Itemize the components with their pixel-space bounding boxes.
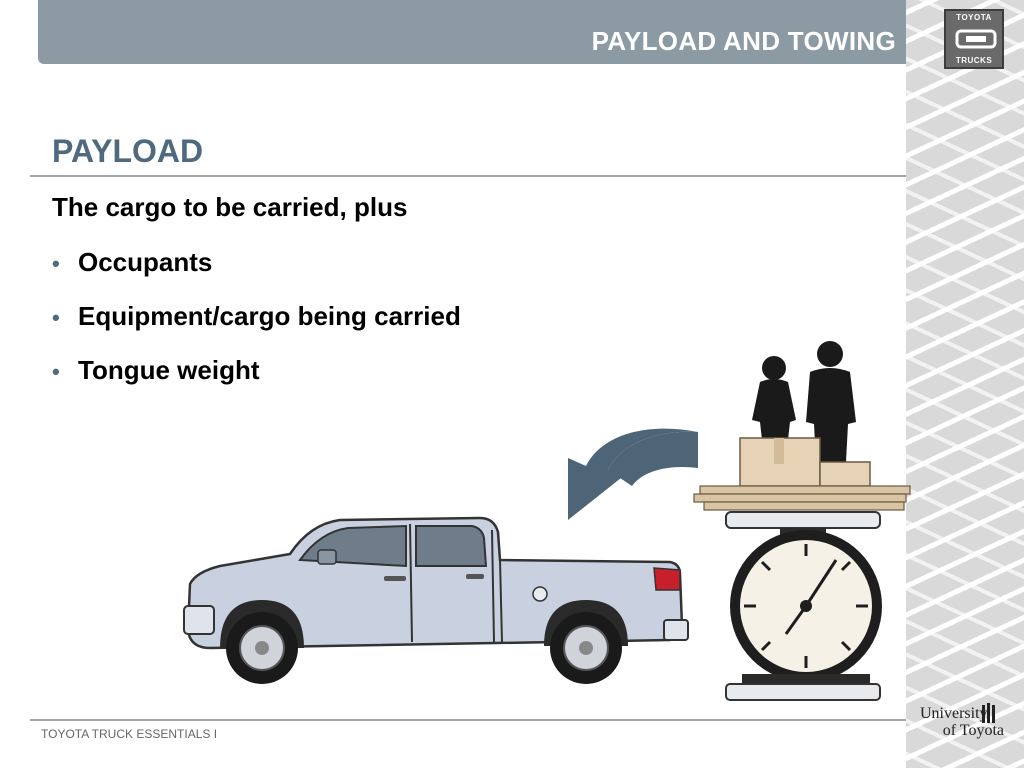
bullet-text: Tongue weight (78, 355, 260, 385)
footer-divider (30, 719, 906, 721)
logo-top-text: TOYOTA (956, 13, 992, 22)
weighing-scale-icon (693, 341, 911, 701)
intro-text: The cargo to be carried, plus (52, 192, 408, 222)
truck-emblem-icon (955, 29, 997, 49)
title-divider (30, 175, 906, 177)
bullet-text: Occupants (78, 247, 213, 277)
university-of-toyota-logo: University of Toyota (920, 703, 1008, 741)
slide-title: PAYLOAD (52, 133, 204, 169)
bullet-dot-icon: • (52, 251, 60, 276)
header-bar: PAYLOAD AND TOWING (38, 0, 906, 64)
tire-tread-decoration (906, 0, 1024, 768)
cargo-boxes-icon (739, 437, 871, 487)
logo-text-line2: of Toyota (942, 722, 1004, 739)
logo-bottom-text: TRUCKS (955, 56, 993, 65)
bullet-text: Equipment/cargo being carried (78, 301, 461, 331)
header-title: PAYLOAD AND TOWING (591, 26, 896, 56)
footer-text: TOYOTA TRUCK ESSENTIALS I (41, 727, 218, 741)
bullet-item: • Tongue weight (52, 354, 461, 408)
toyota-trucks-logo: TOYOTA TRUCKS (944, 9, 1004, 69)
bullet-list: • Occupants • Equipment/cargo being carrie… (52, 246, 461, 408)
tower-mark-icon (982, 703, 995, 723)
bullet-item: • Occupants (52, 246, 461, 300)
curved-arrow-icon (568, 428, 698, 520)
logo-text-line1: University (920, 705, 988, 722)
bullet-dot-icon: • (52, 359, 60, 384)
pickup-truck-icon (183, 516, 689, 684)
bullet-item: • Equipment/cargo being carried (52, 300, 461, 354)
bullet-dot-icon: • (52, 305, 60, 330)
